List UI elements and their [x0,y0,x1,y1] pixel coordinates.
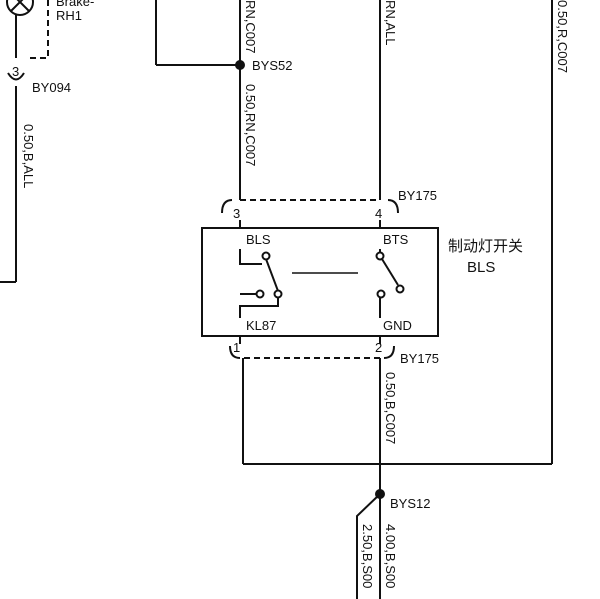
brake-light-switch: BLS BTS KL87 GND [201,220,439,344]
wire-label-bottom-right: 4.00,B,S00 [383,524,398,588]
switch-name-code: BLS [467,259,495,276]
lamp-icon [6,0,34,16]
connector-by094-symbol [7,72,25,81]
wire-label-pin3: 0.50,RN,C007 [243,84,258,166]
wire-label-far-right: 0.50,R,C007 [555,0,570,73]
connector-by175-bottom: 1 2 BY175 [229,340,439,366]
lamp-label-line2: RH1 [56,8,82,23]
switch-housing [201,227,439,337]
wire-label-top-cut-left: RN,C007 [243,0,258,53]
switch-name-cn: 制动灯开关 [448,238,523,255]
connector-by094-pin: 3 [12,64,19,79]
switch-pin-gnd: GND [383,318,412,333]
lamp-brake-rh1: Brake- RH1 [6,0,94,59]
switch-pin-bls: BLS [246,232,271,247]
connector-by094-label: BY094 [32,80,71,95]
connector-by175-top-pin-left: 3 [233,206,240,221]
splice-bys52-label: BYS52 [252,58,292,73]
wire-label-pin2: 0.50,B,C007 [383,372,398,444]
wire-bottom-left [356,493,381,599]
wire-label-bottom-left: 2.50,B,S00 [360,524,375,588]
splice-bys52-dot [235,60,245,70]
lamp-label-line1: Brake- [56,0,94,9]
connector-by175-top: 3 4 BY175 [221,188,437,221]
switch-pin-kl87: KL87 [246,318,276,333]
wire-label-top-cut-right: RN,ALL [383,0,398,46]
connector-by175-top-label: BY175 [398,188,437,203]
splice-bys12-label: BYS12 [390,496,430,511]
connector-by175-bottom-pin-left: 1 [233,340,240,355]
connector-by175-bottom-label: BY175 [400,351,439,366]
wire-label-by094: 0.50,B,ALL [21,124,36,188]
connector-by175-bottom-pin-right: 2 [375,340,382,355]
switch-pin-bts: BTS [383,232,409,247]
connector-by175-top-pin-right: 4 [375,206,382,221]
